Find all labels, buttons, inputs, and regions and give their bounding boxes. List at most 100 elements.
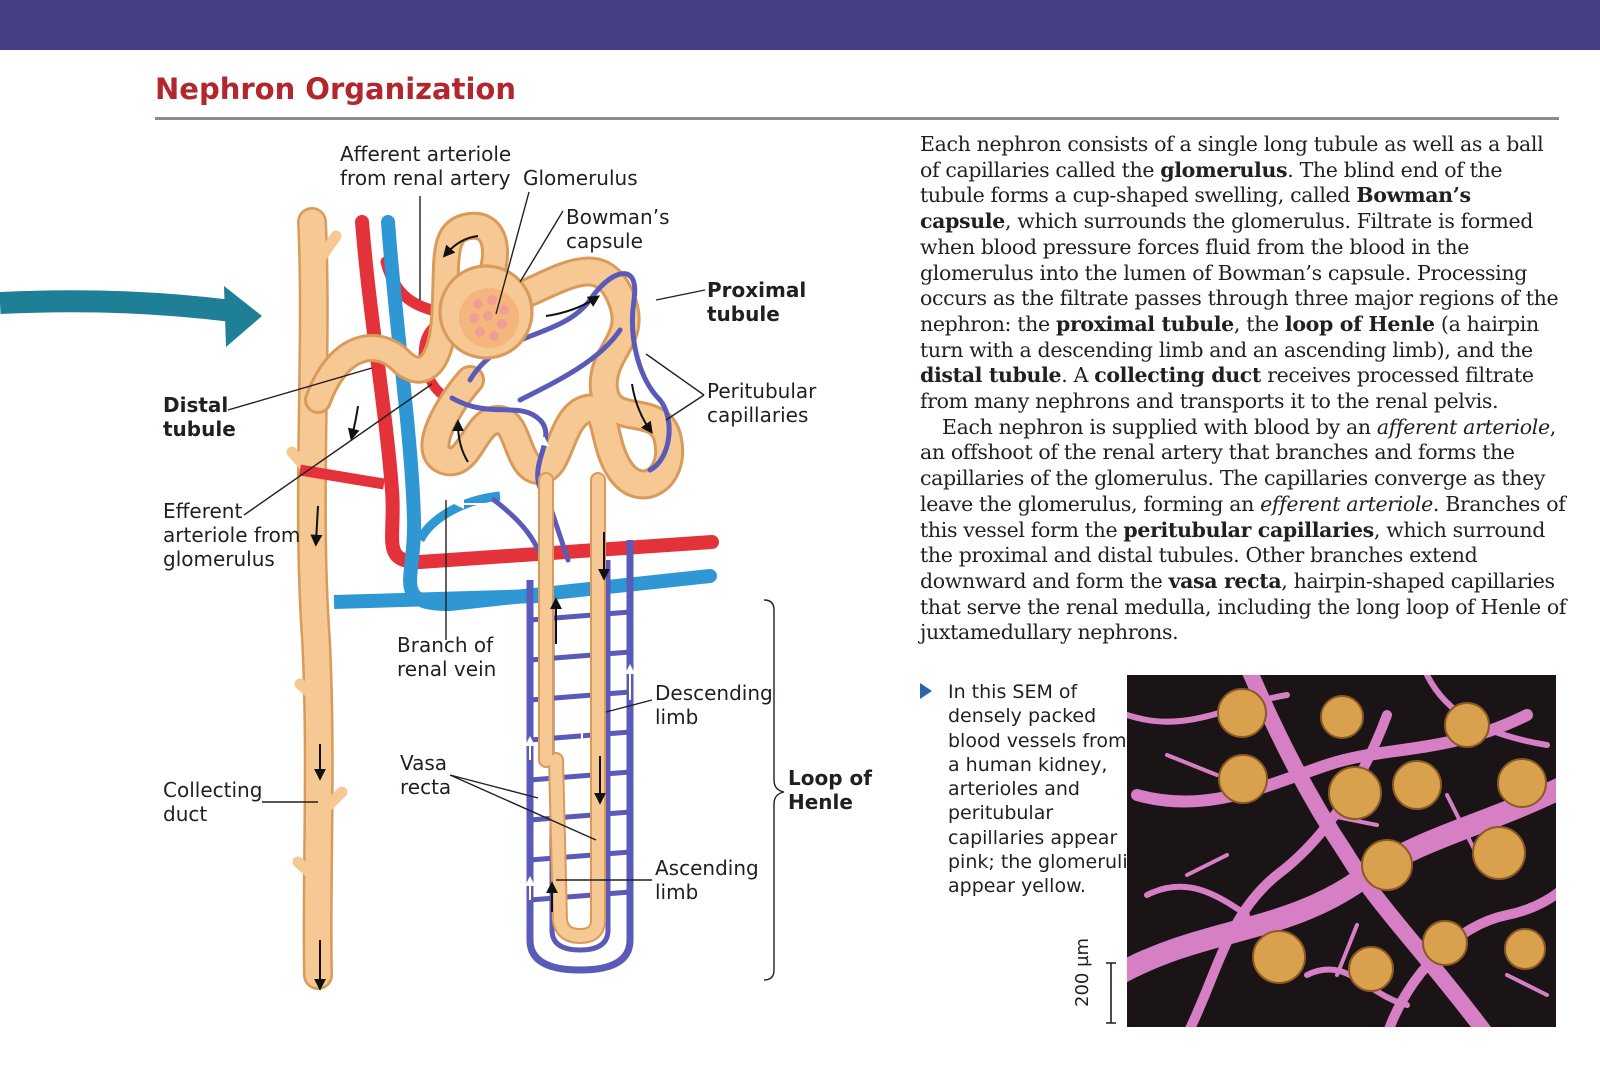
label-vasa-recta-line2: recta <box>400 775 451 799</box>
artery-branch <box>299 464 385 490</box>
label-collecting-line1: Collecting <box>163 778 262 802</box>
label-descending-line2: limb <box>655 705 698 729</box>
arrow-icon <box>347 405 360 441</box>
proximal-tubule-body <box>423 259 682 497</box>
label-glomerulus: Glomerulus <box>523 166 638 190</box>
glomerulus-blob <box>1504 928 1546 970</box>
renal-artery <box>355 215 719 570</box>
bowmans-capsule-rim <box>438 264 534 360</box>
glomerulus-cell <box>475 327 485 337</box>
glomerulus-cell <box>487 295 497 305</box>
glomerulus-blob <box>1217 688 1267 738</box>
descending-leader <box>605 699 653 713</box>
label-vasa-recta-line1: Vasa <box>400 751 447 775</box>
label-proximal-line2: tubule <box>707 302 780 326</box>
scale-bar <box>1106 962 1116 1024</box>
glomerulus-blob <box>1218 754 1268 804</box>
label-afferent-line1: Afferent arteriole <box>340 142 511 166</box>
term-vasa-recta: vasa recta <box>1168 568 1282 593</box>
title-divider <box>155 117 1559 120</box>
label-efferent-line2: arteriole from <box>163 523 300 547</box>
term-collecting-duct: collecting duct <box>1094 363 1262 388</box>
label-ascending-line1: Ascending <box>655 856 759 880</box>
label-efferent-line1: Efferent <box>163 499 242 523</box>
label-efferent-line3: glomerulus <box>163 547 275 571</box>
label-distal-line2: tubule <box>163 417 236 441</box>
arrow-icon <box>310 505 323 547</box>
pointer-arrow-head <box>224 286 262 347</box>
peritubular-capillary-path <box>449 271 672 583</box>
term-efferent-arteriole: efferent arteriole <box>1260 491 1433 516</box>
collecting-duct <box>286 207 348 990</box>
text-run: Each nephron is supplied with blood by a… <box>942 414 1377 439</box>
term-bowmans-capsule: Bowman’s capsule <box>920 183 1471 234</box>
glomerulus-cell <box>469 313 479 323</box>
glomerulus-blob <box>1392 760 1442 810</box>
label-peritubular-line1: Peritubular <box>707 379 817 403</box>
label-loop-line1: Loop of <box>788 766 872 790</box>
text-run: Each nephron consists of a single long t… <box>920 132 1544 182</box>
label-distal-line1: Distal <box>163 393 228 417</box>
glomerulus-cell <box>483 311 493 321</box>
vessel <box>1242 675 1491 1027</box>
triangle-right-icon <box>920 683 932 699</box>
scale-label: 200 µm <box>1072 937 1093 1007</box>
label-descending-line1: Descending <box>655 681 773 705</box>
collecting-duct-body <box>299 209 332 988</box>
body-paragraph-2: Each nephron is supplied with blood by a… <box>920 415 1568 646</box>
header-band <box>0 0 1600 50</box>
label-bowmans-line2: capsule <box>566 229 643 253</box>
text-run: , which surround the proximal and distal… <box>920 517 1546 593</box>
label-loop-line2: Henle <box>788 790 853 814</box>
text-run: . Branches of this vessel form the <box>920 491 1566 542</box>
glomerulus-blob <box>1361 839 1413 891</box>
term-loop-of-henle: loop of Henle <box>1284 311 1435 336</box>
text-run: , which surrounds the glomerulus. Filtra… <box>920 209 1559 336</box>
text-run: , an offshoot of the renal artery that b… <box>920 414 1556 516</box>
glomerulus-cell <box>497 319 507 329</box>
glomerulus-cells <box>469 295 509 341</box>
glomerulus-blob <box>1497 758 1547 808</box>
caption-text: In this SEM of densely packed blood vess… <box>948 681 1128 898</box>
glomerulus-blob <box>1252 930 1306 984</box>
blood-flow-arrows <box>454 431 635 900</box>
scale-bar-line <box>1106 962 1116 1024</box>
term-afferent-arteriole: afferent arteriole <box>1376 414 1550 439</box>
henle-descending-body <box>540 474 604 943</box>
figure-caption: In this SEM of densely packed blood vess… <box>920 680 1132 899</box>
sem-micrograph <box>1127 675 1556 1027</box>
text-run: , the <box>1233 311 1285 336</box>
label-collecting-line2: duct <box>163 802 207 826</box>
arrow-icon <box>529 431 550 447</box>
leader-lines <box>227 191 785 981</box>
term-distal-tubule: distal tubule <box>920 363 1062 388</box>
label-branch-vein-line1: Branch of <box>397 633 494 657</box>
label-peritubular-line2: capillaries <box>707 403 808 427</box>
term-peritubular-capillaries: peritubular capillaries <box>1123 517 1374 542</box>
vasa-recta-rungs <box>529 609 631 903</box>
right-arrow-icon <box>0 286 262 347</box>
body-text: Each nephron consists of a single long t… <box>920 132 1568 646</box>
text-run: receives processed filtrate from many ne… <box>920 363 1534 414</box>
proximal-leader <box>655 289 706 301</box>
glomerulus-blob <box>1422 920 1468 966</box>
text-run: . A <box>1061 363 1095 388</box>
glomerulus-cell <box>489 331 499 341</box>
label-bowmans-line1: Bowman’s <box>566 205 670 229</box>
distal-leader <box>227 367 373 411</box>
page-title: Nephron Organization <box>155 72 516 106</box>
glomerulus-leader <box>495 191 530 315</box>
term-proximal-tubule: proximal tubule <box>1055 311 1234 336</box>
flow-arrows <box>310 235 653 991</box>
arrow-icon <box>442 235 479 258</box>
pointer-arrow-shaft <box>0 290 234 322</box>
body-paragraph-1: Each nephron consists of a single long t… <box>920 132 1568 415</box>
renal-vein-lower <box>333 589 541 609</box>
text-run: , hairpin-shaped capillaries that serve … <box>920 568 1567 645</box>
glomerulus-blob <box>1320 695 1364 739</box>
bowmans-leader <box>519 210 564 283</box>
vessel <box>1165 753 1549 997</box>
peritubular-capillary-network <box>449 271 672 583</box>
vasa-leader <box>449 774 597 841</box>
glomerulus-cell <box>473 299 483 309</box>
